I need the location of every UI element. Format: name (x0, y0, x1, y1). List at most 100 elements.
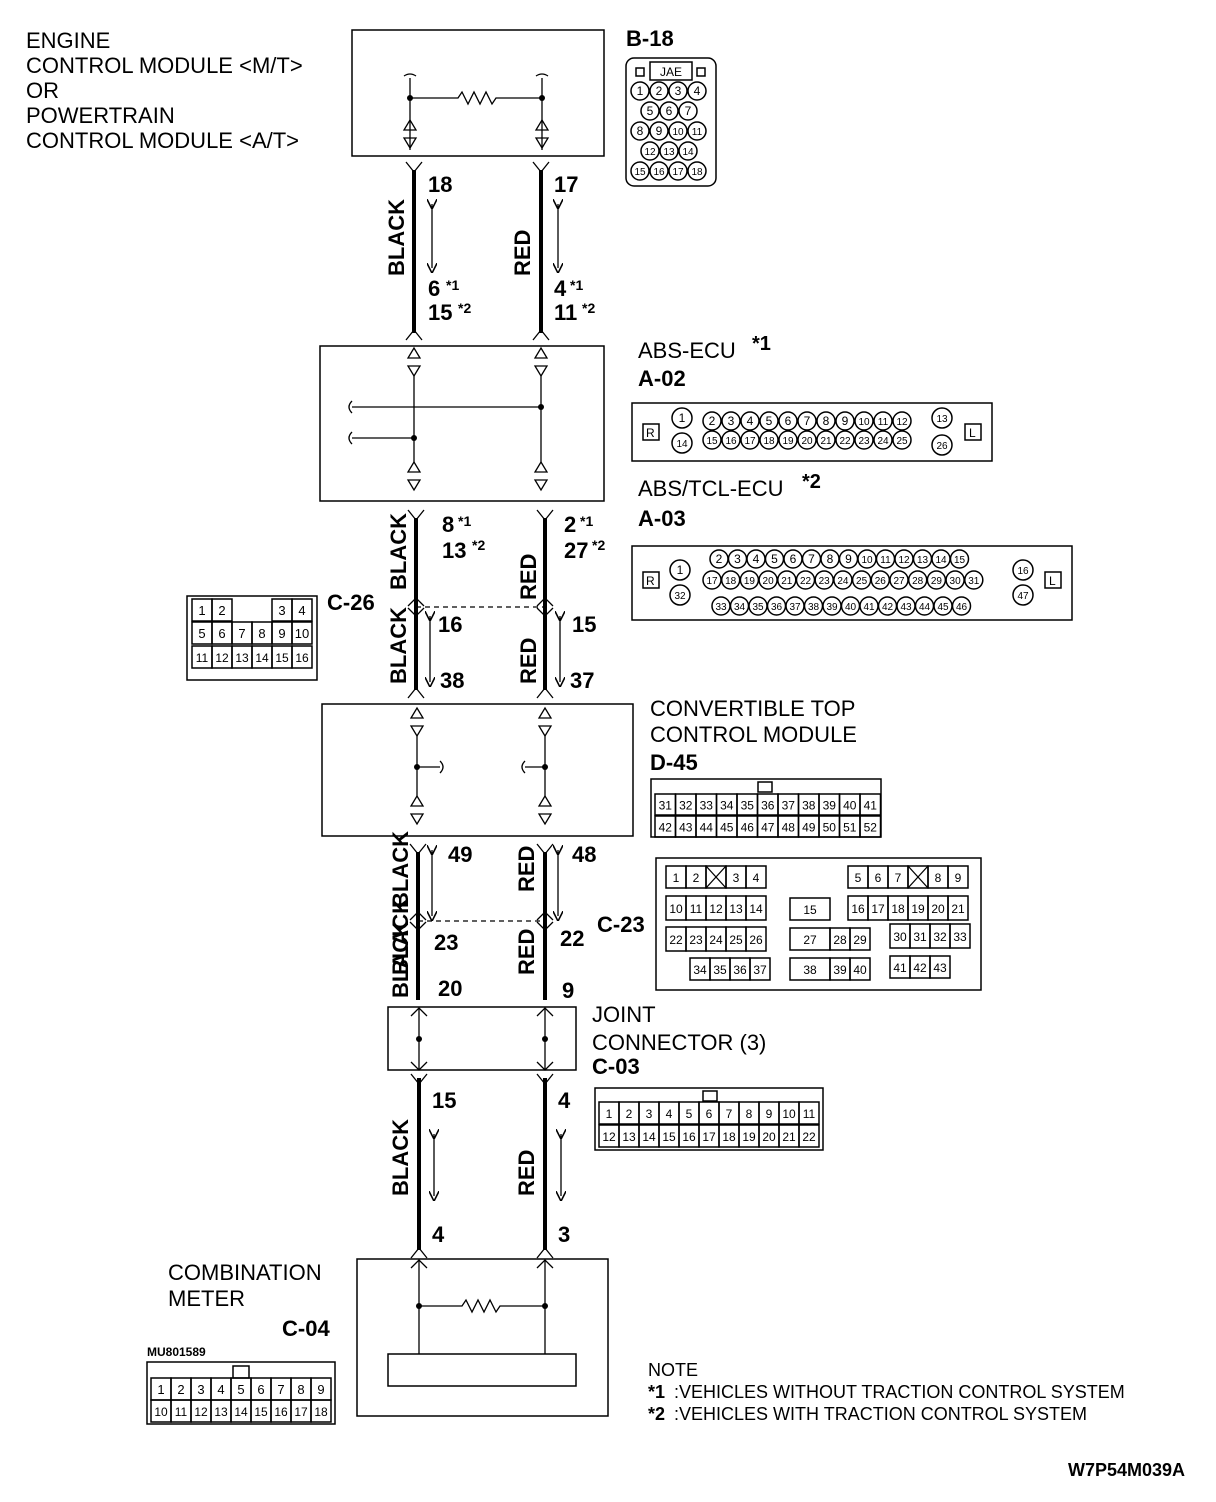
pin-number: 34 (734, 602, 746, 613)
pin-number: 31 (913, 930, 927, 944)
abs-ctcm-wires (407, 509, 560, 699)
d45-code: D-45 (650, 750, 698, 775)
pin-cell (951, 596, 972, 616)
c03-code: C-03 (592, 1054, 640, 1079)
pin-number: 35 (713, 963, 727, 977)
combination-meter-label: COMBINATION (168, 1260, 322, 1285)
pin-cell (659, 141, 679, 161)
wire-label-red-1: RED (510, 230, 535, 276)
pin-cell (211, 598, 233, 622)
svg-text:*2: *2 (592, 537, 605, 553)
pin-number: 15 (803, 903, 817, 917)
pin-cell (687, 81, 707, 101)
pin-number: 9 (842, 414, 849, 428)
pin-number: 7 (808, 552, 815, 566)
pin-number: 1 (677, 563, 684, 577)
ecm-label: ENGINE CONTROL MODULE <M/T> OR POWERTRAI… (26, 28, 303, 153)
joint-connector-box[interactable] (387, 1006, 577, 1071)
pin-number: 7 (277, 1382, 284, 1397)
pin-number: 14 (749, 902, 763, 916)
pin-number: 5 (237, 1382, 244, 1397)
pin-number: 6 (257, 1382, 264, 1397)
ecm-box[interactable] (351, 29, 605, 157)
pin-cell (630, 121, 650, 141)
pin-number: 11 (692, 127, 703, 138)
pin-number: 14 (642, 1130, 656, 1144)
pin-cell (649, 81, 669, 101)
pin-number: 43 (679, 821, 693, 835)
pin-number: 42 (913, 961, 927, 975)
pin-number: 39 (833, 963, 847, 977)
pin-cell (671, 407, 693, 429)
pin-number: 46 (741, 821, 755, 835)
wire-label-red-3: RED (516, 638, 541, 684)
pin-number: 26 (936, 441, 948, 452)
pin-number: 24 (709, 933, 723, 947)
pin-number: 7 (238, 626, 245, 641)
pin-number: 44 (700, 821, 714, 835)
joint-meter-wires (410, 1073, 561, 1259)
pin-number: 15 (254, 1405, 268, 1419)
svg-text:9: 9 (562, 978, 574, 1003)
pin-number: 9 (278, 626, 285, 641)
pin-number: 1 (606, 1107, 613, 1121)
pin-cell (778, 430, 798, 450)
combination-meter-box[interactable] (356, 1258, 609, 1417)
pin-number: 5 (647, 104, 654, 118)
pin-ecm-black: 18 (428, 172, 452, 197)
pin-number: 1 (637, 84, 644, 98)
pin-number: 15 (706, 436, 718, 447)
pin-number: 23 (689, 933, 703, 947)
pin-number: 23 (819, 576, 831, 587)
pin-number: 4 (694, 84, 701, 98)
pin-number: 31 (968, 576, 980, 587)
pin-number: 40 (853, 963, 867, 977)
pin-cell (668, 81, 688, 101)
pin-number: 40 (845, 602, 857, 613)
pin-number: 14 (676, 439, 688, 450)
pin-cell (816, 411, 836, 431)
convertible-top-module-box[interactable] (321, 703, 634, 837)
pin-cell (640, 101, 660, 121)
abs-ecu-box[interactable] (319, 345, 605, 502)
pin-number: 2 (716, 552, 723, 566)
a03-code: A-03 (638, 506, 686, 531)
pin-number: 17 (744, 436, 756, 447)
pin-cell (789, 897, 831, 921)
pin-cell (797, 430, 817, 450)
pin-number: 16 (725, 436, 737, 447)
pin-number: 5 (686, 1107, 693, 1121)
pin-cell (687, 161, 707, 181)
pin-number: 7 (895, 871, 902, 885)
pin-number: 12 (215, 651, 229, 665)
c23-code: C-23 (597, 912, 645, 937)
pin-number: 11 (196, 651, 209, 665)
pin-cell (835, 430, 855, 450)
pin-number: 8 (827, 552, 834, 566)
pin-number: 47 (761, 821, 775, 835)
wire-label-black-3: BLACK (386, 607, 411, 684)
pin-number: 19 (742, 1130, 756, 1144)
pin-number: 16 (1017, 566, 1029, 577)
pin-number: 38 (808, 602, 820, 613)
pin-number: 19 (782, 436, 794, 447)
pin-number: 11 (175, 1405, 188, 1419)
pin-number: 29 (931, 576, 943, 587)
pin-cell (849, 957, 871, 981)
pin-number: 27 (893, 576, 905, 587)
pin-number: 44 (919, 602, 931, 613)
pin-cell (759, 411, 779, 431)
pin-number: 41 (893, 961, 907, 975)
pin-number: 50 (823, 821, 837, 835)
pin-number: 13 (917, 555, 929, 566)
pin-cell (721, 430, 741, 450)
pin-number: 27 (803, 933, 817, 947)
pin-cell (859, 793, 882, 816)
c04-code: C-04 (282, 1316, 330, 1341)
pin-number: 5 (855, 871, 862, 885)
svg-text:CONTROL MODULE: CONTROL MODULE (650, 722, 857, 747)
pin-cell (947, 895, 969, 921)
svg-text:OR: OR (26, 78, 59, 103)
